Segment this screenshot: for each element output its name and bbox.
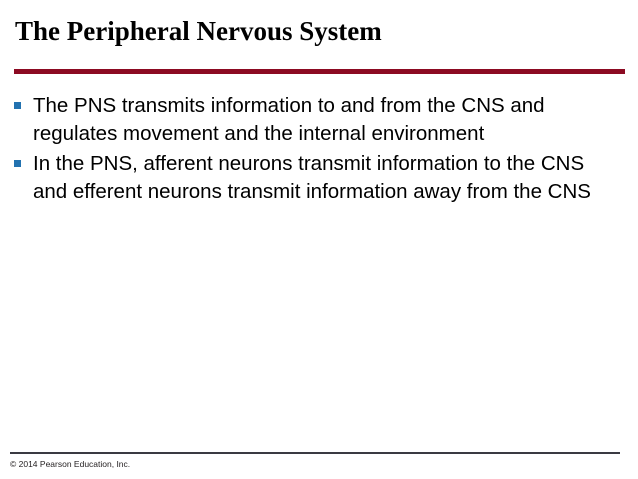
list-item: In the PNS, afferent neurons transmit in…	[14, 150, 624, 206]
list-item-text: The PNS transmits information to and fro…	[33, 94, 545, 145]
copyright-notice: © 2014 Pearson Education, Inc.	[10, 459, 131, 469]
square-bullet-icon	[14, 160, 21, 167]
footer-divider	[10, 452, 620, 454]
list-item-text: In the PNS, afferent neurons transmit in…	[33, 152, 591, 203]
page-title: The Peripheral Nervous System	[15, 16, 382, 46]
list-item: The PNS transmits information to and fro…	[14, 92, 624, 148]
bullet-list: The PNS transmits information to and fro…	[14, 92, 624, 208]
title-accent-rule	[14, 69, 625, 74]
square-bullet-icon	[14, 102, 21, 109]
